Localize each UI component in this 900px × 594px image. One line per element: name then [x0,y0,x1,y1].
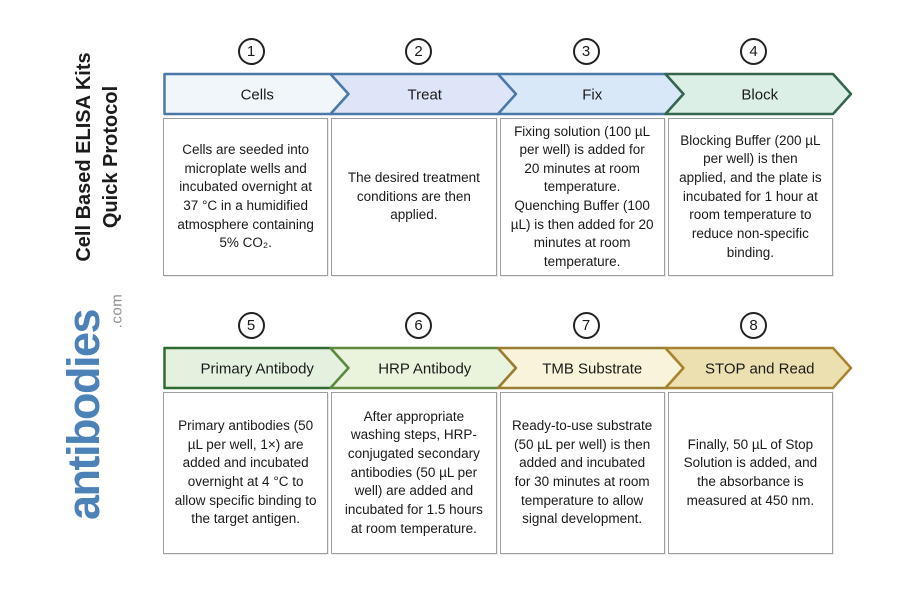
step-description-box-stop-and-read: Finally, 50 µL of Stop Solution is added… [667,392,833,554]
step-number-circle: 3 [572,38,600,65]
step-description-box-tmb-substrate: Ready-to-use substrate (50 µL per well) … [499,392,665,554]
step-label-fix: Fix [582,87,602,104]
step-label-block: Block [741,87,778,104]
step-label-treat: Treat [408,87,443,104]
step-number-row: 5 6 7 8 [163,312,863,340]
step-description-box-block: Blocking Buffer (200 µL per well) is the… [667,118,833,276]
step-description: Finally, 50 µL of Stop Solution is added… [683,436,818,508]
step-description-box-cells: Cells are seeded into microplate wells a… [163,118,329,276]
step-description: The desired treatment conditions are the… [347,170,480,223]
step-label-primary-antibody: Primary Antibody [201,361,315,378]
arrow-band-row-1: Cells Treat Fix Block [163,72,853,116]
step-label-hrp-antibody: HRP Antibody [378,361,472,378]
protocol-row-1: 1 2 3 4 Cells Treat Fix Block Cells are … [163,38,863,276]
step-description-box-hrp-antibody: After appropriate washing steps, HRP-con… [331,392,497,554]
step-number-circle: 4 [740,38,767,65]
step-arrow-stop-and-read [664,346,853,390]
step-label-cells: Cells [241,87,274,104]
step-number-circle: 8 [740,312,767,339]
brand-logo: antibodies [58,309,109,521]
step-number: 1 [246,43,256,60]
step-number: 3 [581,43,591,60]
page-title-line2: Quick Protocol [100,85,122,229]
step-description-box-treat: The desired treatment conditions are the… [331,118,497,276]
step-description: Fixing solution (100 µL per well) is add… [510,123,654,269]
step-number-circle: 1 [237,38,265,65]
step-description: Ready-to-use substrate (50 µL per well) … [511,418,653,527]
step-description-box-primary-antibody: Primary antibodies (50 µL per well, 1×) … [163,392,329,554]
step-number: 8 [749,317,758,334]
step-description: Primary antibodies (50 µL per well, 1×) … [174,418,317,527]
step-number-circle: 2 [405,38,432,65]
step-number: 7 [581,317,591,334]
step-number: 4 [749,43,758,60]
step-number-circle: 5 [237,312,265,339]
protocol-row-2: 5 6 7 8 Primary Antibody HRP Antibody TM… [163,312,863,554]
step-number: 5 [246,317,256,334]
step-label-tmb-substrate: TMB Substrate [542,361,642,378]
page-title-line1: Cell Based ELISA Kits [73,52,95,262]
step-arrow-block [664,72,853,116]
brand-logo-suffix: .com [108,293,126,329]
step-description-box-fix: Fixing solution (100 µL per well) is add… [499,118,665,276]
description-row: Primary antibodies (50 µL per well, 1×) … [163,392,833,554]
step-label-stop-and-read: STOP and Read [705,361,815,378]
step-number-circle: 6 [405,312,432,339]
step-number: 6 [414,317,423,334]
step-number-circle: 7 [572,312,600,339]
step-number-row: 1 2 3 4 [163,38,863,66]
arrow-band-row-2: Primary Antibody HRP Antibody TMB Substr… [163,346,853,390]
step-description: Cells are seeded into microplate wells a… [177,142,314,251]
description-row: Cells are seeded into microplate wells a… [163,118,833,276]
step-number: 2 [414,43,423,60]
step-description: After appropriate washing steps, HRP-con… [344,408,483,536]
step-description: Blocking Buffer (200 µL per well) is the… [679,132,822,260]
page-title: Cell Based ELISA Kits Quick Protocol [71,27,125,287]
